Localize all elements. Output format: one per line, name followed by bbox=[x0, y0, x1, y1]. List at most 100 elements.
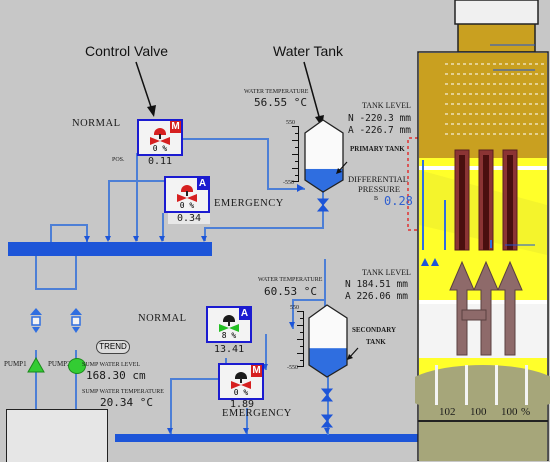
primary-emergency-value: 0.34 bbox=[168, 213, 210, 224]
valve-body-icon bbox=[150, 137, 170, 145]
sump-temp-value: 20.34 °C bbox=[100, 396, 153, 409]
diff-pressure-label-1: DIFFERENTIAL bbox=[348, 174, 408, 184]
pipe-segment bbox=[265, 334, 267, 370]
sump-temp-label: SUMP WATER TEMPERATURE bbox=[82, 389, 164, 395]
pipe-segment bbox=[292, 299, 294, 329]
pipe-segment bbox=[246, 408, 248, 434]
flow-arrow bbox=[167, 428, 173, 434]
pipe-segment bbox=[204, 227, 324, 229]
valve-body-icon bbox=[177, 194, 197, 202]
rod-value-1: 102 bbox=[439, 406, 456, 418]
primary-tank-name: PRIMARY TANK bbox=[350, 145, 405, 153]
reactor-column bbox=[415, 0, 550, 461]
primary-emergency-valve[interactable]: A 0 % bbox=[164, 176, 210, 213]
pipe-segment bbox=[108, 180, 110, 240]
pump1-label: PUMP1 bbox=[4, 360, 27, 368]
flow-arrow bbox=[159, 236, 165, 242]
diff-pressure-value: 0.28 bbox=[384, 194, 413, 208]
pipe-segment bbox=[108, 180, 168, 182]
pipe-segment bbox=[165, 138, 269, 140]
pipe-segment bbox=[35, 288, 77, 290]
pipe-segment bbox=[327, 375, 329, 435]
secondary-level-n: N 184.51 mm bbox=[345, 279, 408, 290]
secondary-emergency-value: 1.89 bbox=[230, 399, 255, 410]
pipe-segment bbox=[267, 138, 269, 190]
valve-actuator-icon bbox=[181, 185, 193, 192]
flow-arrow bbox=[297, 184, 304, 192]
primary-scale-top: 550 bbox=[286, 120, 295, 126]
flow-arrow bbox=[201, 236, 207, 242]
flow-arrow bbox=[324, 428, 330, 434]
flow-arrow bbox=[243, 428, 249, 434]
secondary-level-a: A 226.06 mm bbox=[345, 291, 408, 302]
column-top-cap bbox=[457, 21, 536, 53]
secondary-tank-level-label: TANK LEVEL bbox=[362, 268, 411, 277]
secondary-level-scale bbox=[297, 311, 304, 367]
secondary-emergency-valve[interactable]: M 0 % bbox=[218, 363, 264, 400]
pipe-segment bbox=[292, 299, 326, 301]
pipe-segment bbox=[136, 153, 138, 241]
pipe-segment bbox=[35, 256, 37, 290]
manual-mode-badge: M bbox=[251, 365, 262, 377]
valve-body-icon bbox=[231, 381, 251, 389]
primary-normal-valve[interactable]: M 0 % bbox=[137, 119, 183, 156]
valve-actuator-icon bbox=[223, 315, 235, 322]
valve-percent: 0 % bbox=[179, 201, 195, 210]
pipe-segment bbox=[170, 378, 226, 380]
auto-mode-badge: A bbox=[239, 308, 250, 320]
valve-actuator-icon bbox=[235, 372, 247, 379]
secondary-water-temp-value: 60.53 °C bbox=[264, 285, 317, 298]
valve-percent: 0 % bbox=[233, 388, 249, 397]
pos-label: POS. bbox=[112, 157, 125, 163]
control-valve-arrow bbox=[135, 61, 156, 117]
sump-level-label: SUMP WATER LEVEL bbox=[82, 362, 141, 368]
secondary-normal-value: 13.41 bbox=[214, 344, 245, 355]
pipe-segment bbox=[204, 227, 206, 241]
pipe-segment bbox=[75, 350, 77, 410]
pipe-segment bbox=[75, 256, 77, 290]
pipe-segment bbox=[267, 188, 305, 190]
water-tank-annotation: Water Tank bbox=[273, 43, 344, 59]
secondary-scale-top: 550 bbox=[290, 305, 299, 311]
flow-arrow bbox=[105, 236, 111, 242]
primary-water-temp-value: 56.55 °C bbox=[254, 96, 307, 109]
secondary-water-temp-label: WATER TEMPERATURE bbox=[258, 277, 323, 283]
secondary-tank-indicator-arrow bbox=[347, 347, 359, 360]
pump2-icon[interactable] bbox=[68, 358, 86, 374]
flow-arrow bbox=[133, 236, 139, 242]
sump-level-value: 168.30 cm bbox=[86, 369, 146, 382]
primary-tank-indicator-arrow bbox=[336, 161, 348, 174]
secondary-scale-bottom: -550 bbox=[287, 365, 298, 371]
auto-mode-badge: A bbox=[197, 178, 208, 190]
flow-arrow bbox=[289, 322, 295, 328]
pump1-check-valve-icon bbox=[30, 308, 42, 333]
pipe-segment bbox=[50, 224, 88, 226]
secondary-normal-valve[interactable]: A 8 % bbox=[206, 306, 252, 343]
primary-level-a: A -226.7 mm bbox=[348, 125, 411, 136]
primary-normal-label: NORMAL bbox=[72, 118, 121, 129]
secondary-header-pipe bbox=[115, 434, 435, 442]
valve-actuator-icon bbox=[154, 128, 166, 135]
pipe-segment bbox=[162, 213, 164, 241]
pump2-label: PUMP2 bbox=[48, 360, 71, 368]
valve-percent: 0 % bbox=[152, 144, 168, 153]
secondary-emergency-label: EMERGENCY bbox=[222, 408, 292, 419]
pipe-segment bbox=[324, 259, 326, 309]
secondary-normal-label: NORMAL bbox=[138, 313, 187, 324]
manual-mode-badge: M bbox=[170, 121, 181, 133]
primary-header-pipe bbox=[8, 242, 212, 256]
primary-water-temp-label: WATER TEMPERATURE bbox=[244, 89, 309, 95]
diff-pressure-label-2: PRESSURE bbox=[358, 184, 401, 194]
pump1-icon[interactable] bbox=[27, 357, 45, 373]
rod-value-2: 100 bbox=[470, 406, 487, 418]
rod-value-unit: % bbox=[521, 406, 531, 418]
trend-button[interactable]: TREND bbox=[96, 340, 130, 354]
sump-tank bbox=[6, 409, 108, 462]
secondary-tank bbox=[308, 304, 348, 378]
valve-percent: 8 % bbox=[221, 331, 237, 340]
pipe-segment bbox=[35, 350, 37, 410]
primary-level-n: N -220.3 mm bbox=[348, 113, 411, 124]
primary-normal-value: 0.11 bbox=[148, 156, 173, 167]
flow-arrow bbox=[84, 236, 90, 242]
